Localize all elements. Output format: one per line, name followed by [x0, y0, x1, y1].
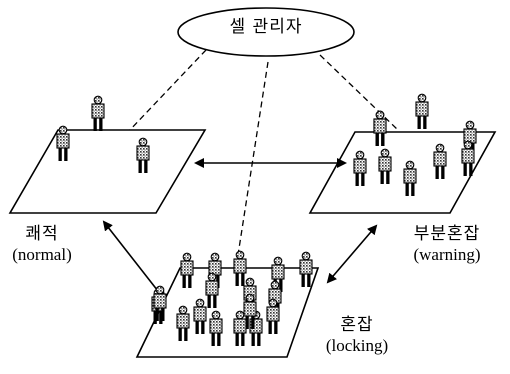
- cell-label-warning: 부분혼잡 (warning): [392, 224, 502, 264]
- cell-label-warning-en: (warning): [413, 244, 481, 264]
- link-to-locking: [237, 61, 269, 256]
- person-icon-warning: [373, 110, 387, 146]
- link-to-warning: [319, 54, 399, 131]
- person-icon-warning: [415, 93, 429, 129]
- manager-label: 셀 관리자: [200, 17, 332, 38]
- person-icon-normal: [56, 125, 70, 161]
- manager-node: [177, 7, 355, 57]
- cell-label-normal-ko: 쾌적: [25, 224, 59, 244]
- arrow-normal-locking: [102, 220, 167, 302]
- person-icon-locking: [243, 293, 257, 329]
- manager-label-text: 셀 관리자: [229, 17, 303, 37]
- cell-label-normal-en: (normal): [12, 244, 72, 264]
- cell-label-warning-ko: 부분혼잡: [413, 224, 481, 244]
- person-icon-warning: [461, 140, 475, 176]
- cell-plane-warning: [308, 131, 497, 214]
- person-icon-locking: [299, 251, 313, 287]
- transition-arrows: [102, 158, 378, 302]
- people-layer: [56, 93, 477, 346]
- person-icon-locking: [176, 305, 190, 341]
- person-icon-warning: [378, 148, 392, 184]
- person-icon-warning: [353, 150, 367, 186]
- person-icon-locking: [233, 250, 247, 286]
- person-icon-locking: [180, 252, 194, 288]
- person-icon-locking: [205, 272, 219, 308]
- cell-label-locking: 혼잡 (locking): [308, 315, 406, 355]
- person-icon-locking: [193, 298, 207, 334]
- cell-label-locking-en: (locking): [325, 335, 389, 355]
- person-icon-locking: [266, 298, 280, 334]
- person-icon-normal: [91, 95, 105, 131]
- cell-plane-normal: [8, 129, 207, 214]
- person-icon-normal: [136, 137, 150, 173]
- manager-links: [127, 49, 399, 256]
- arrow-warning-locking: [326, 224, 378, 284]
- cell-label-normal: 쾌적 (normal): [2, 224, 82, 264]
- person-icon-warning: [403, 160, 417, 196]
- person-icon-warning: [433, 143, 447, 179]
- person-icon-locking: [153, 285, 167, 321]
- cell-label-locking-ko: 혼잡: [340, 315, 374, 335]
- link-to-normal: [127, 49, 207, 133]
- person-icon-locking: [233, 310, 247, 346]
- person-icon-locking: [209, 310, 223, 346]
